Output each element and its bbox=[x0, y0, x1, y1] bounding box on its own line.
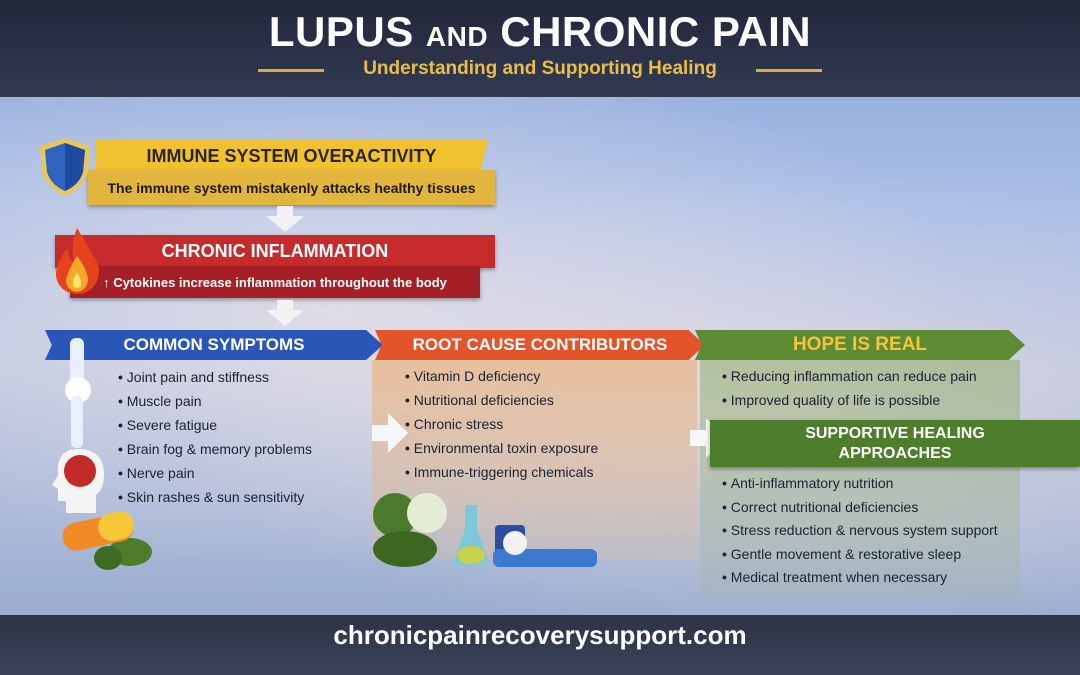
list-item: Skin rashes & sun sensitivity bbox=[118, 489, 312, 513]
capsule-herbs-icon bbox=[62, 511, 152, 570]
symptoms-list: Joint pain and stiffness Muscle pain Sev… bbox=[118, 369, 312, 513]
list-item: Medical treatment when necessary bbox=[722, 569, 998, 593]
arrow-down-icon bbox=[266, 206, 304, 232]
head-brain-icon bbox=[52, 449, 104, 513]
list-item: Joint pain and stiffness bbox=[118, 369, 312, 393]
list-item: Brain fog & memory problems bbox=[118, 441, 312, 465]
flame-icon bbox=[56, 228, 99, 294]
inflammation-banner-text: ↑ Cytokines increase inflammation throug… bbox=[70, 266, 480, 298]
symptoms-header: COMMON SYMPTOMS bbox=[45, 330, 383, 360]
supportive-approaches-list: Anti-inflammatory nutrition Correct nutr… bbox=[722, 475, 998, 593]
shield-icon bbox=[40, 138, 90, 196]
header bbox=[0, 0, 1080, 97]
arrow-down-icon bbox=[266, 300, 304, 326]
hope-header: HOPE IS REAL bbox=[695, 330, 1025, 360]
list-item: Improved quality of life is possible bbox=[722, 392, 977, 416]
list-item: Anti-inflammatory nutrition bbox=[722, 475, 998, 499]
list-item: Immune-triggering chemicals bbox=[405, 464, 598, 488]
food-chemicals-illustration bbox=[373, 493, 597, 567]
list-item: Chronic stress bbox=[405, 416, 598, 440]
list-item: Nutritional deficiencies bbox=[405, 392, 598, 416]
inflammation-banner-title: CHRONIC INFLAMMATION bbox=[55, 235, 495, 268]
page-title: LUPUS AND CHRONIC PAIN bbox=[268, 8, 812, 55]
footer bbox=[0, 615, 1080, 675]
list-item: Environmental toxin exposure bbox=[405, 440, 598, 464]
list-item: Correct nutritional deficiencies bbox=[722, 499, 998, 523]
list-item: Reducing inflammation can reduce pain bbox=[722, 368, 977, 392]
list-item: Nerve pain bbox=[118, 465, 312, 489]
arrow-right-icon bbox=[690, 418, 726, 458]
divider bbox=[756, 69, 822, 72]
root-causes-list: Vitamin D deficiency Nutritional deficie… bbox=[405, 368, 598, 488]
list-item: Muscle pain bbox=[118, 393, 312, 417]
immune-banner-text: The immune system mistakenly attacks hea… bbox=[88, 170, 495, 205]
immune-banner-title: IMMUNE SYSTEM OVERACTIVITY bbox=[95, 140, 488, 172]
subtitle: Understanding and Supporting Healing bbox=[363, 58, 717, 79]
divider bbox=[258, 69, 324, 72]
root-causes-header: ROOT CAUSE CONTRIBUTORS bbox=[375, 330, 705, 360]
hope-list: Reducing inflammation can reduce pain Im… bbox=[722, 368, 977, 416]
website-url: chronicpainrecoverysupport.com bbox=[333, 620, 747, 650]
list-item: Gentle movement & restorative sleep bbox=[722, 546, 998, 570]
list-item: Vitamin D deficiency bbox=[405, 368, 598, 392]
list-item: Severe fatigue bbox=[118, 417, 312, 441]
list-item: Stress reduction & nervous system suppor… bbox=[722, 522, 998, 546]
knee-joint-icon bbox=[65, 338, 91, 448]
arrow-right-icon bbox=[372, 413, 408, 453]
